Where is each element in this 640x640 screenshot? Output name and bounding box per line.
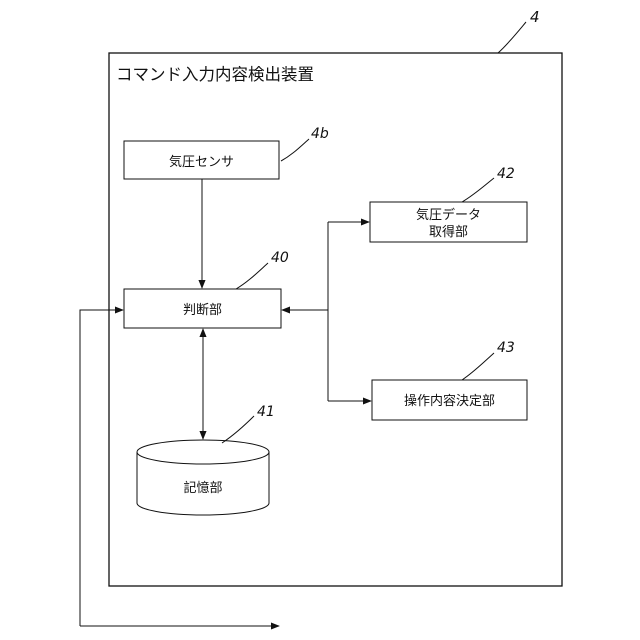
device-title: コマンド入力内容検出装置 — [116, 65, 314, 84]
operation-decision-ref: 43 — [497, 340, 515, 356]
operation-decision-ref-leader — [462, 353, 494, 380]
pressure-sensor-ref: 4b — [311, 126, 329, 142]
external-input-line — [80, 310, 123, 626]
pressure-sensor-label: 気圧センサ — [169, 154, 234, 170]
storage-ref-leader — [222, 416, 254, 443]
storage-ref: 41 — [257, 404, 275, 420]
judgment-ref: 40 — [271, 250, 289, 266]
pressure-acquisition-line1: 気圧データ — [416, 207, 481, 223]
storage-cylinder — [137, 440, 269, 515]
judgment-label: 判断部 — [183, 303, 222, 318]
storage-label: 記憶部 — [183, 480, 222, 496]
judgment-ref-leader — [236, 263, 268, 289]
pressure-sensor-ref-leader — [281, 139, 309, 161]
device-ref-leader — [498, 22, 526, 53]
pressure-acquisition-ref-leader — [462, 178, 494, 202]
device-ref: 4 — [530, 8, 540, 26]
pressure-acquisition-line2: 取得部 — [429, 224, 468, 240]
operation-decision-label: 操作内容決定部 — [404, 393, 495, 409]
pressure-acquisition-ref: 42 — [497, 166, 515, 182]
